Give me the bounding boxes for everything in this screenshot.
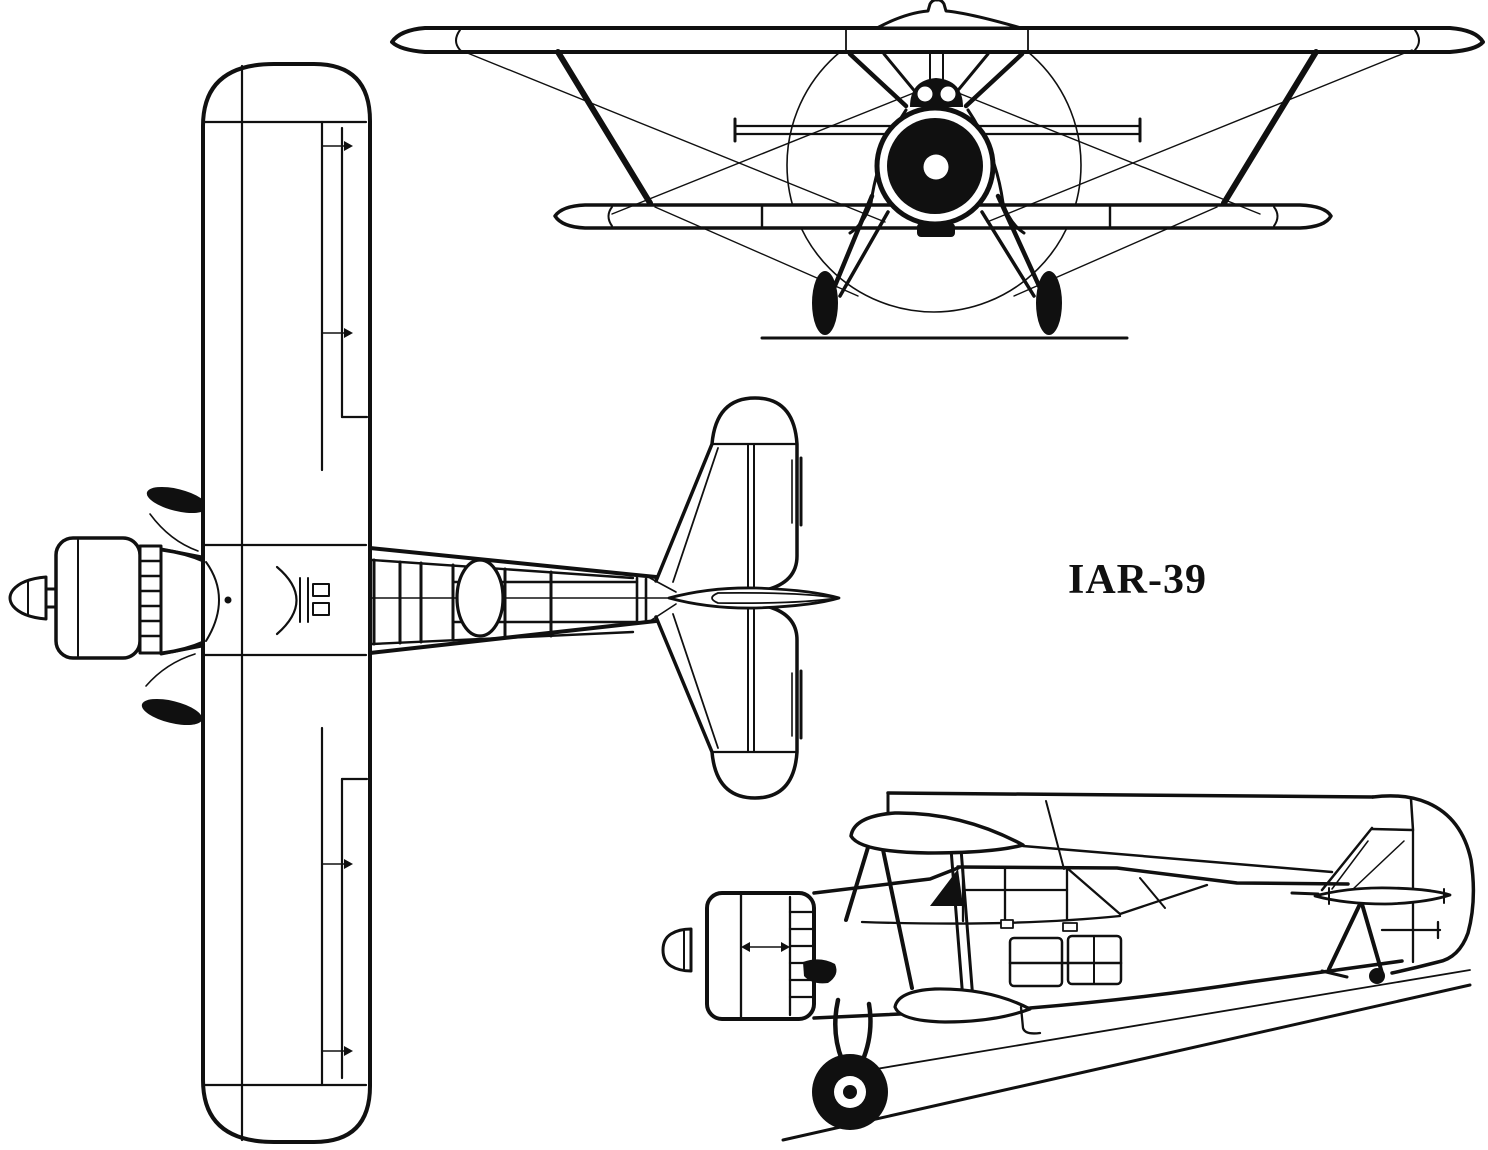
wing-root-airfoil — [849, 811, 1025, 855]
front-engine-cowling — [874, 105, 996, 237]
plan-fin-edge — [667, 586, 841, 610]
front-landing-gear — [812, 193, 1062, 335]
propeller-hub — [923, 154, 949, 180]
wheel-left — [812, 271, 838, 335]
spinner-tip-above-wing — [875, 0, 1023, 30]
plan-engine-cowling — [54, 536, 206, 660]
front-view — [390, 0, 1485, 340]
aircraft-designation-label: IAR-39 — [1068, 557, 1207, 603]
interplane-strut-right — [1221, 49, 1319, 206]
plan-wing — [201, 62, 372, 1144]
side-view — [661, 791, 1476, 1142]
plan-tailplane — [654, 396, 803, 800]
front-cabane — [847, 51, 1025, 109]
fin-leading-edge — [1320, 826, 1374, 892]
windscreen-plan-arc — [275, 565, 298, 636]
side-struts — [844, 842, 975, 1002]
gunner-ring — [455, 558, 505, 638]
interplane-strut-left — [555, 49, 653, 206]
side-engine-cowling — [661, 891, 837, 1021]
side-equipment-panels — [1008, 934, 1123, 1035]
aileron-upper — [320, 120, 369, 472]
side-fin-rudder — [1320, 794, 1476, 975]
plan-propeller-blades — [141, 486, 208, 726]
datum-point — [224, 596, 232, 604]
side-tailwheel — [1320, 902, 1385, 984]
windscreen-fairing — [930, 869, 963, 906]
front-top-wing — [390, 0, 1485, 54]
side-landing-gear — [812, 997, 888, 1130]
top-view — [8, 62, 841, 1144]
wheel-right — [1036, 271, 1062, 335]
plan-rear-fuselage — [368, 546, 677, 655]
side-tailplane — [1290, 886, 1452, 940]
side-ground-line — [781, 983, 1472, 1142]
axle-datum-line — [857, 969, 1471, 1073]
aileron-lower — [320, 726, 369, 1087]
exhaust-fairing — [803, 959, 837, 984]
side-canopy — [860, 866, 1209, 932]
side-lower-wing — [893, 987, 1032, 1024]
plan-propeller-spinner — [8, 575, 59, 621]
